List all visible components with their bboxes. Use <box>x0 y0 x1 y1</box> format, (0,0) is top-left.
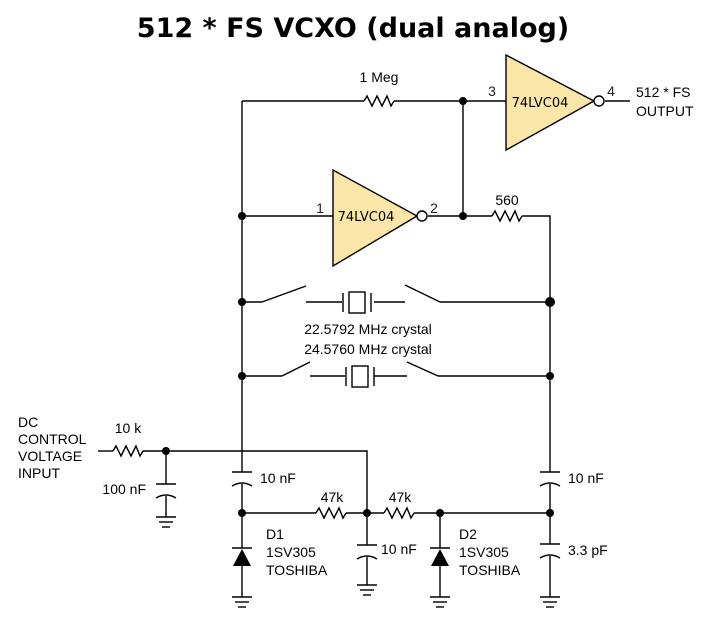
inverter-u1: 74LVC04 1 2 <box>316 168 438 268</box>
wires <box>98 100 630 597</box>
ground-icon <box>232 596 252 608</box>
junction-dots <box>162 97 555 517</box>
output-label: 512 * FS OUTPUT <box>636 84 694 119</box>
capacitor-load-label: 3.3 pF <box>568 542 608 558</box>
crystal-x1-label: 22.5792 MHz crystal <box>304 321 432 337</box>
diode-d1: D1 1SV305 TOSHIBA <box>232 526 328 578</box>
capacitor-load: 3.3 pF <box>539 542 608 559</box>
resistor-control-label: 10 k <box>115 420 142 436</box>
diode-d1-part: 1SV305 <box>266 544 316 560</box>
control-input-label: DC CONTROL VOLTAGE INPUT <box>18 414 87 481</box>
capacitor-left-coupling-label: 10 nF <box>260 470 296 486</box>
ground-icon <box>156 516 176 528</box>
capacitor-mid: 10 nF <box>356 541 417 560</box>
resistor-bias-left: 47k <box>315 489 347 520</box>
capacitor-input-filter-label: 100 nF <box>102 481 146 497</box>
diode-d2-part: 1SV305 <box>459 544 509 560</box>
svg-text:CONTROL: CONTROL <box>18 431 87 447</box>
inverter-u2-pin-in: 3 <box>488 83 496 99</box>
resistor-bias-right-label: 47k <box>389 489 413 505</box>
capacitor-right-coupling-label: 10 nF <box>568 470 604 486</box>
inverter-u1-pin-in: 1 <box>316 200 324 216</box>
svg-text:DC: DC <box>18 414 38 430</box>
diode-d2: D2 1SV305 TOSHIBA <box>430 526 521 578</box>
ground-icon <box>357 584 377 596</box>
inverter-u2-label: 74LVC04 <box>512 96 569 111</box>
inverter-u2: 74LVC04 3 4 <box>488 53 615 152</box>
svg-text:VOLTAGE: VOLTAGE <box>18 448 82 464</box>
svg-text:512 * FS: 512 * FS <box>636 84 690 100</box>
inverter-u1-pin-out: 2 <box>430 200 438 216</box>
diode-d2-maker: TOSHIBA <box>459 562 521 578</box>
capacitor-left-coupling: 10 nF <box>231 470 296 487</box>
diagram-title: 512 * FS VCXO (dual analog) <box>137 13 569 44</box>
ground-icon <box>540 596 560 608</box>
svg-text:OUTPUT: OUTPUT <box>636 103 694 119</box>
ground-icon <box>430 596 450 608</box>
diode-d1-ref: D1 <box>266 526 284 542</box>
resistor-control: 10 k <box>112 420 144 458</box>
svg-text:INPUT: INPUT <box>18 465 60 481</box>
crystal-x2-label: 24.5760 MHz crystal <box>304 341 432 357</box>
ground-symbols <box>156 516 560 608</box>
diode-d1-maker: TOSHIBA <box>266 562 328 578</box>
resistor-output: 560 <box>491 192 523 223</box>
capacitor-input-filter: 100 nF <box>102 481 177 499</box>
crystal-x2: 24.5760 MHz crystal <box>304 341 432 388</box>
diode-d2-ref: D2 <box>459 526 477 542</box>
capacitor-right-coupling: 10 nF <box>539 470 604 487</box>
resistor-feedback-label: 1 Meg <box>360 69 399 85</box>
resistor-bias-right: 47k <box>383 489 415 520</box>
capacitor-mid-label: 10 nF <box>381 541 417 557</box>
crystal-x1: 22.5792 MHz crystal <box>304 291 432 337</box>
resistor-output-label: 560 <box>495 192 519 208</box>
inverter-u2-pin-out: 4 <box>607 83 615 99</box>
resistor-feedback: 1 Meg <box>360 69 399 108</box>
inverter-u1-label: 74LVC04 <box>338 210 395 225</box>
resistor-bias-left-label: 47k <box>321 489 345 505</box>
